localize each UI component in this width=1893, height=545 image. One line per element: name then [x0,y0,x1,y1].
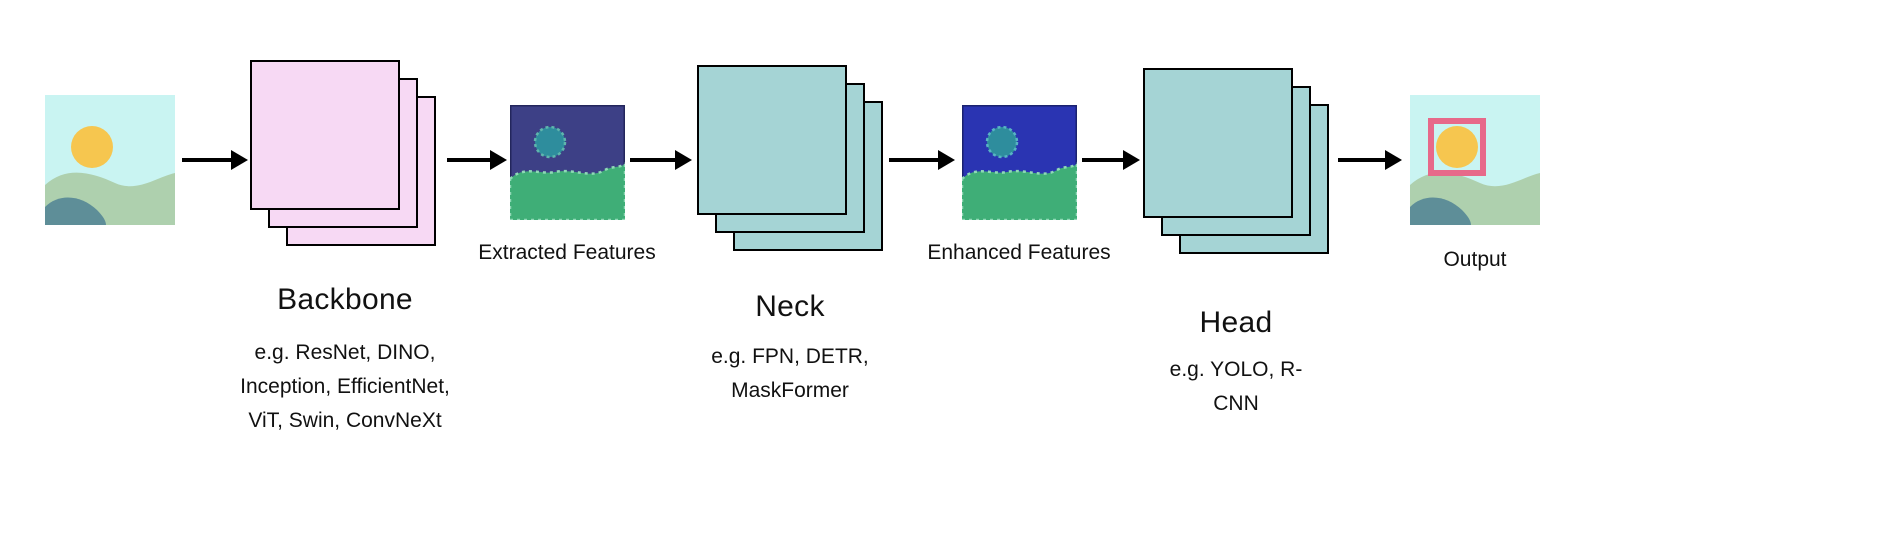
output-image [1410,95,1540,225]
head-title: Head [1199,306,1273,339]
arrow-right-icon [889,150,955,170]
enhanced-features-label: Enhanced Features [927,241,1111,264]
bounding-box [1428,118,1486,176]
neck-examples: e.g. FPN, DETR, MaskFormer [711,345,869,403]
output-label: Output [1443,248,1507,271]
feature-hill-shape [962,162,1077,220]
arrow-right-icon [182,150,248,170]
backbone-layer-front [250,60,400,210]
head-stack [1143,68,1333,258]
feature-sun-shape [985,125,1019,159]
feature-map-illustration [510,105,625,220]
backbone-stack [250,60,440,250]
head-layer-front [1143,68,1293,218]
sun-icon [71,126,113,168]
enhanced-features-map [962,105,1077,220]
arrow-shaft [630,157,675,163]
neck-stack [697,65,887,255]
arrow-right-icon [1082,150,1140,170]
feature-hill-shape [510,162,625,220]
arrow-right-icon [1338,150,1402,170]
arrow-head [675,150,692,170]
extracted-features-label: Extracted Features [478,241,656,264]
arrow-head [1385,150,1402,170]
arrow-right-icon [630,150,692,170]
feature-map-illustration [962,105,1077,220]
hill-dark-shape [45,197,106,225]
arrow-shaft [447,157,490,163]
input-image [45,95,175,225]
arrow-head [1123,150,1140,170]
arrow-right-icon [447,150,507,170]
arrow-shaft [1338,157,1385,163]
neck-layer-front [697,65,847,215]
backbone-title: Backbone [277,283,413,316]
arrow-head [938,150,955,170]
head-examples: e.g. YOLO, R- CNN [1169,358,1303,416]
arrow-shaft [889,157,938,163]
arrow-head [490,150,507,170]
sun-icon [1436,126,1478,168]
extracted-features-map [510,105,625,220]
arrow-shaft [1082,157,1123,163]
arrow-head [231,150,248,170]
feature-sun-shape [533,125,567,159]
hill-dark-shape [1410,197,1471,225]
arrow-shaft [182,157,231,163]
backbone-examples: e.g. ResNet, DINO, Inception, EfficientN… [240,341,450,433]
neck-title: Neck [755,290,825,323]
landscape-illustration [1410,95,1540,225]
landscape-illustration [45,95,175,225]
